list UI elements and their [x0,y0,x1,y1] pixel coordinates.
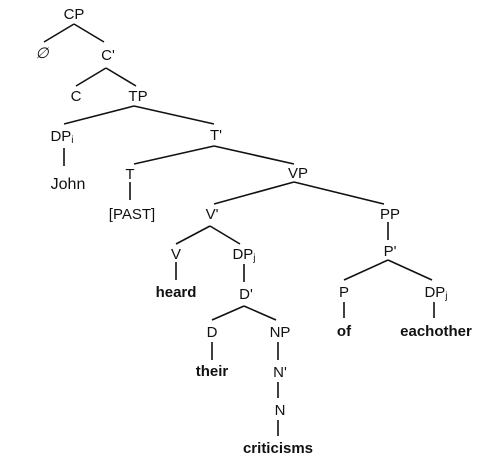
edge-tp-dpi [63,105,135,125]
tree-nodes: CP ∅ C' C TP DPi T' John T VP [PAST] V' … [35,6,472,457]
node-pbar: P' [384,243,397,260]
node-tp: TP [128,88,147,105]
edge-vbar-v [175,225,211,245]
node-cp: CP [64,6,85,23]
node-criticisms: criticisms [243,440,313,457]
node-tbar: T' [210,127,222,144]
node-d: D [207,324,218,341]
edge-tp-tbar [133,105,215,125]
node-nbar: N' [273,364,287,381]
node-vbar: V' [206,206,219,223]
node-pp: PP [380,206,400,223]
node-c: C [71,88,82,105]
node-eachother: eachother [400,323,472,340]
edge-tbar-t [133,145,215,165]
node-null: ∅ [35,45,49,62]
node-of: of [337,323,352,340]
node-n: N [275,402,286,419]
edge-vp-vbar [213,181,295,205]
node-john: John [51,176,86,193]
node-dpj: DPj [232,246,255,264]
edge-pbar-p [343,259,389,281]
edge-cp-cbar [73,23,105,43]
edge-tbar-vp [213,145,295,165]
node-heard: heard [156,284,197,301]
edge-vp-pp [293,181,385,205]
node-cbar: C' [101,47,115,64]
edge-vbar-dpj [209,225,241,245]
node-their: their [196,363,229,380]
edge-dbar-np [243,305,277,321]
node-v: V [171,246,181,263]
node-dpj2: DPj [424,284,447,302]
node-dpi: DPi [50,128,73,146]
node-t: T [125,166,134,183]
edge-cp-null [43,23,75,43]
edge-cbar-tp [105,67,137,87]
tree-edges [43,23,435,436]
edge-cbar-c [75,67,107,87]
node-np: NP [270,324,291,341]
node-past: [PAST] [109,206,155,223]
node-vp: VP [288,165,308,182]
node-p: P [339,284,349,301]
edge-pbar-dpj2 [387,259,433,281]
node-dbar: D' [239,286,253,303]
edge-dbar-d [211,305,245,321]
